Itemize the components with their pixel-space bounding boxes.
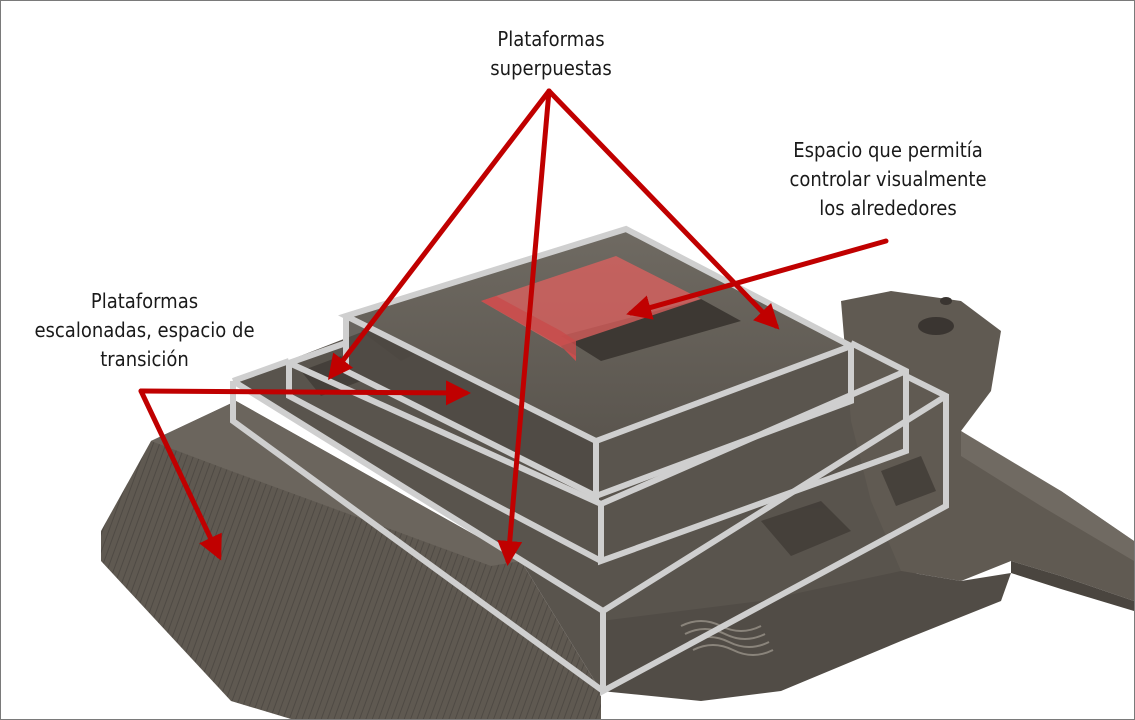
- label-line: controlar visualmente: [789, 167, 987, 191]
- label-line: Espacio que permitía: [793, 138, 983, 162]
- arrow-top-to-bottom-platform: [497, 88, 552, 566]
- platform-outlines: [230, 225, 949, 697]
- label-overlapping-platforms: Plataformas superpuestas: [456, 25, 646, 83]
- label-line: escalonadas, espacio de: [34, 318, 255, 342]
- label-stepped-platforms: Plataformas escalonadas, espacio de tran…: [7, 287, 282, 374]
- arrow-top-to-upper-platform: [546, 88, 780, 330]
- bottom-platform-outline: [230, 358, 949, 697]
- label-line: los alrededores: [819, 196, 957, 220]
- arrow-top-to-middle-platform: [327, 88, 552, 380]
- label-line: transición: [100, 347, 189, 371]
- arrow-left-to-steps: [138, 380, 471, 406]
- arrow-right-to-observation-area: [626, 238, 889, 320]
- label-line: Plataformas: [497, 27, 605, 51]
- arrow-left-to-slope: [138, 388, 222, 561]
- label-line: Plataformas: [90, 289, 199, 313]
- annotation-arrows: [138, 88, 889, 566]
- left-stepped-slope: [101, 401, 601, 719]
- label-visual-control-space: Espacio que permitía controlar visualmen…: [753, 136, 1023, 223]
- sunken-court: [561, 299, 741, 361]
- middle-platform-outline: [286, 340, 909, 566]
- label-line: superpuestas: [490, 56, 612, 80]
- terrain: [101, 229, 1134, 719]
- observation-area-highlight: [481, 256, 701, 361]
